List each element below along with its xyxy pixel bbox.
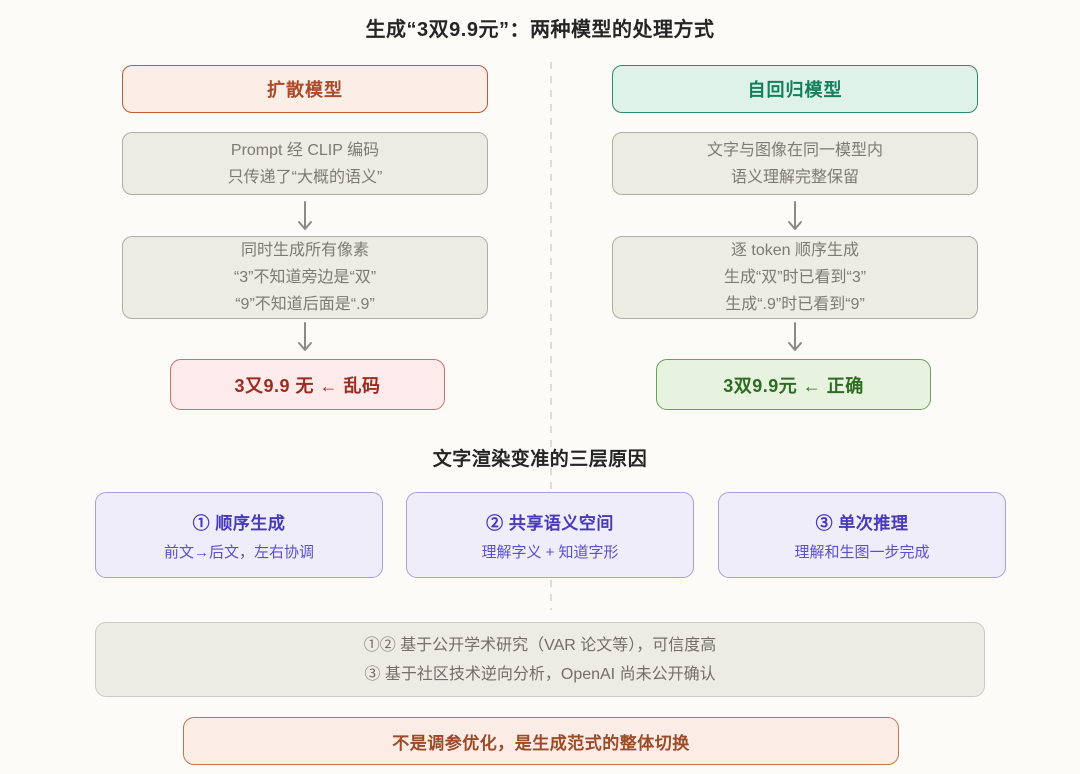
autoregressive-step2-line1: 逐 token 顺序生成 (730, 242, 860, 259)
diffusion-step2-line2: “3”不知道旁边是“双” (233, 269, 377, 286)
diffusion-step1-line2: 只传递了“大概的语义” (227, 168, 383, 186)
autoregressive-step2-line3: 生成“.9”时已看到“9” (725, 296, 865, 313)
reason1-subtitle: 前文→后文，左右协调 (163, 543, 314, 561)
autoregressive-step1-line2: 语义理解完整保留 (730, 168, 859, 186)
credibility-note-box: ①② 基于公开学术研究（VAR 论文等），可信度高 ③ 基于社区技术逆向分析，O… (95, 622, 985, 697)
diffusion-header-box: 扩散模型 (122, 65, 488, 113)
reason3-subtitle: 理解和生图一步完成 (794, 543, 930, 561)
reason3-title: ③ 单次推理 (815, 513, 909, 533)
credibility-line2: ③ 基于社区技术逆向分析，OpenAI 尚未公开确认 (364, 665, 716, 683)
reason-box-single-pass-inference: ③ 单次推理 理解和生图一步完成 (718, 492, 1006, 578)
diffusion-result-label: 3又9.9 无 ← 乱码 (234, 375, 381, 396)
down-arrow-icon (788, 201, 802, 230)
autoregressive-step2-box: 逐 token 顺序生成 生成“双”时已看到“3” 生成“.9”时已看到“9” (612, 236, 978, 319)
column-divider-dashed-line (550, 62, 552, 610)
down-arrow-icon (788, 322, 802, 351)
reason2-subtitle: 理解字义 + 知道字形 (481, 543, 619, 561)
page-title: 生成“3双9.9元”：两种模型的处理方式 (365, 19, 715, 41)
diffusion-result-box: 3又9.9 无 ← 乱码 (170, 359, 445, 410)
diffusion-step1-line1: Prompt 经 CLIP 编码 (230, 141, 380, 159)
diffusion-step1-box: Prompt 经 CLIP 编码 只传递了“大概的语义” (122, 132, 488, 195)
autoregressive-result-label: 3双9.9元 ← 正确 (723, 375, 864, 396)
autoregressive-step1-line1: 文字与图像在同一模型内 (706, 141, 883, 159)
reason2-title: ② 共享语义空间 (486, 513, 614, 533)
autoregressive-step2-line2: 生成“双”时已看到“3” (723, 269, 867, 286)
credibility-line1: ①② 基于公开学术研究（VAR 论文等），可信度高 (363, 636, 717, 654)
autoregressive-step1-box: 文字与图像在同一模型内 语义理解完整保留 (612, 132, 978, 195)
conclusion-label: 不是调参优化，是生成范式的整体切换 (392, 733, 690, 753)
diffusion-step2-box: 同时生成所有像素 “3”不知道旁边是“双” “9”不知道后面是“.9” (122, 236, 488, 319)
diffusion-header-label: 扩散模型 (267, 80, 343, 100)
reasons-section-title: 文字渲染变准的三层原因 (432, 449, 648, 470)
autoregressive-header-label: 自回归模型 (747, 80, 843, 100)
diffusion-step2-line3: “9”不知道后面是“.9” (235, 296, 375, 313)
reason-box-shared-semantic-space: ② 共享语义空间 理解字义 + 知道字形 (406, 492, 694, 578)
autoregressive-result-box: 3双9.9元 ← 正确 (656, 359, 931, 410)
autoregressive-header-box: 自回归模型 (612, 65, 978, 113)
diffusion-step2-line1: 同时生成所有像素 (240, 242, 369, 259)
conclusion-box: 不是调参优化，是生成范式的整体切换 (183, 717, 899, 765)
reason-box-sequential-generation: ① 顺序生成 前文→后文，左右协调 (95, 492, 383, 578)
reason1-title: ① 顺序生成 (192, 513, 286, 533)
down-arrow-icon (298, 201, 312, 230)
down-arrow-icon (298, 322, 312, 351)
